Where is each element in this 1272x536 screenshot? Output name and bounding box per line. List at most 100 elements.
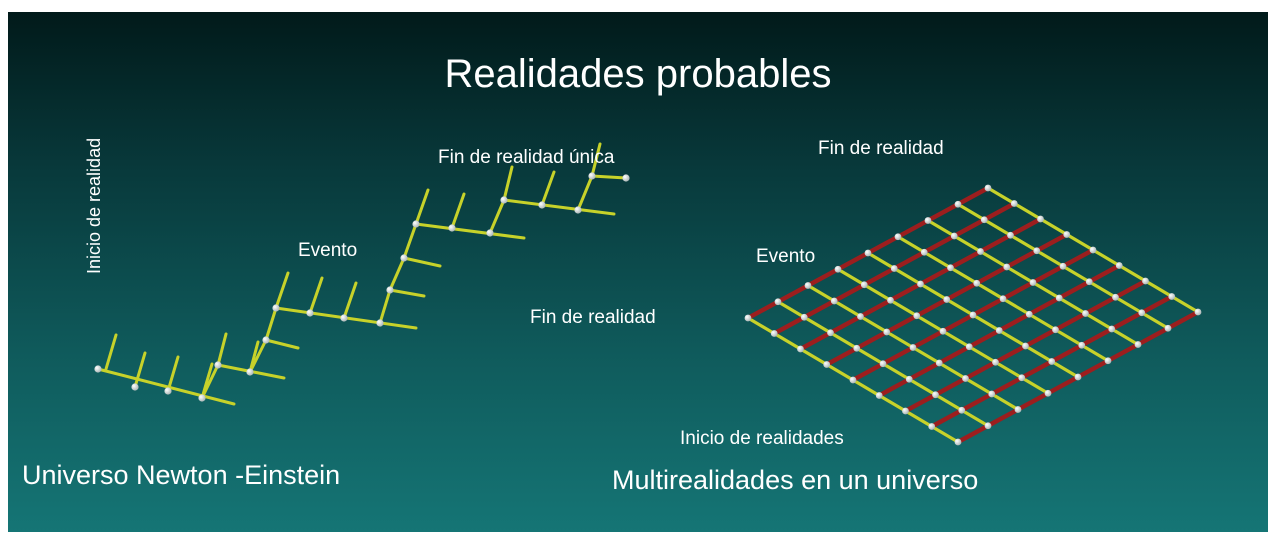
event-node [1018,374,1026,382]
event-node [376,319,384,327]
event-node [977,248,984,255]
event-node [984,184,992,192]
event-node [412,220,420,228]
event-node [1007,231,1014,239]
event-node [744,314,752,322]
event-node [94,365,102,373]
branch-tick [308,276,324,315]
label-inicio-de-realidades: Inicio de realidades [680,428,844,449]
event-node [340,314,348,322]
event-node [486,229,494,237]
event-node [834,265,842,273]
label-fin-de-realidad-unica: Fin de realidad única [438,147,615,168]
branch-line [590,174,628,180]
event-node [588,172,596,180]
branch-tick [216,332,228,367]
event-node [1014,406,1022,413]
event-node [913,312,921,320]
caption-multirealidades: Multirealidades en un universo [612,465,979,495]
branch-line [378,288,392,325]
event-node [947,264,954,272]
event-node [928,423,936,430]
event-node [883,328,891,336]
event-node [920,248,928,256]
event-node [1044,389,1052,397]
event-node [500,196,508,204]
event-node [1168,293,1176,300]
branch-line [502,198,616,216]
branch-tick [342,281,358,320]
event-node [1089,246,1097,254]
event-node [1022,342,1029,350]
branch-line [248,338,268,374]
event-node [1112,293,1119,301]
diagram-canvas [94,142,1202,446]
event-node [214,361,222,369]
branch-line [402,222,418,260]
event-node [198,394,206,402]
branch-tick [540,170,556,207]
event-node [965,343,973,351]
event-node [164,387,172,395]
event-node [962,375,969,382]
event-node [969,311,977,319]
event-node [386,286,394,294]
event-node [935,359,943,367]
event-node [988,390,996,398]
branch-line [388,256,406,292]
branch-tick [414,188,430,226]
event-node [984,422,992,430]
branch-tick [274,271,290,310]
branch-tick [590,142,602,178]
label-evento-left: Evento [298,240,358,261]
event-node [890,265,898,272]
event-node [995,327,1003,334]
event-node [448,224,456,232]
event-node [950,232,958,240]
event-node [1194,308,1202,316]
event-node [1037,215,1044,223]
event-node [954,438,962,446]
branch-line [576,174,594,212]
event-node [932,391,939,399]
event-node [980,216,988,224]
event-node [1052,326,1059,334]
event-node [894,233,902,241]
event-node [954,200,962,208]
label-fin-de-realidad-left: Fin de realidad [530,307,656,328]
event-node [131,383,139,391]
branch-tick [133,351,147,389]
event-node [1074,373,1082,381]
branch-line [488,198,506,235]
branch-line [414,222,526,240]
event-node [875,392,883,399]
event-node [909,344,917,351]
event-node [887,296,894,304]
branch-line [264,306,278,342]
event-node [1085,278,1093,286]
event-node [1134,341,1142,348]
event-node [958,406,966,414]
event-node [939,327,947,335]
label-evento-right: Evento [756,246,816,267]
branch-tick [104,333,118,371]
event-node [1063,231,1071,238]
event-node [574,206,582,214]
event-node [849,376,857,384]
event-node [800,313,808,321]
event-node [853,344,861,352]
event-node [999,295,1007,303]
left-branch-lines [96,142,628,406]
label-fin-de-realidad-top: Fin de realidad [818,138,944,159]
event-node [272,304,280,312]
event-node [1033,247,1041,255]
event-node [1115,262,1123,269]
event-node [622,174,630,182]
event-node [830,297,838,305]
event-node [1138,309,1146,317]
event-node [246,368,254,376]
event-node [879,360,887,368]
slide: Realidades probables Inicio de realidad … [8,12,1268,532]
event-node [905,375,913,383]
branch-tick [450,192,466,230]
